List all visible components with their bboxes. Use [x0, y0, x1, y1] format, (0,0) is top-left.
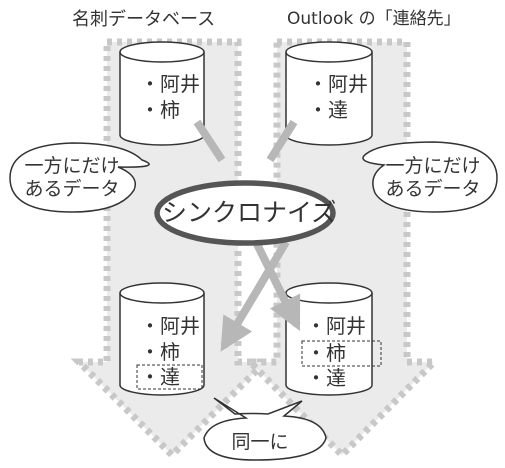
db-bottom-left-item: ・阿井 — [140, 314, 200, 338]
bottom-callout-bubble — [203, 397, 327, 461]
db-bottom-right-item: ・阿井 — [306, 314, 366, 338]
db-top-right-item: ・達 — [308, 98, 348, 122]
db-top-right-item: ・阿井 — [308, 72, 368, 96]
right-callout-text: 一方にだけ あるデータ — [377, 155, 489, 201]
db-top-right — [285, 41, 373, 146]
right-callout-line: 一方にだけ — [385, 155, 481, 177]
left-callout-line: 一方にだけ — [24, 155, 120, 177]
sync-arrow-top-right — [266, 119, 298, 163]
synchronize-ellipse — [154, 180, 336, 246]
db-top-left — [119, 41, 205, 146]
bottom-right-highlight-box — [301, 340, 382, 367]
left-callout-line: あるデータ — [24, 177, 120, 200]
sync-arrow-top-left — [193, 119, 226, 163]
db-bottom-right-item: ・柿 — [306, 341, 346, 365]
header-business-card-db: 名刺データベース — [72, 9, 216, 30]
db-bottom-left — [119, 282, 205, 396]
db-bottom-left-item: ・柿 — [140, 340, 180, 364]
sync-arrow-to-bottom-right — [252, 240, 301, 332]
synchronize-label: シンクロナイズ — [162, 198, 337, 227]
right-callout-line: あるデータ — [385, 177, 481, 200]
bottom-left-highlight-box — [136, 364, 203, 390]
db-top-left-item: ・阿井 — [140, 72, 200, 96]
db-bottom-right — [285, 282, 373, 396]
db-bottom-right-item: ・達 — [306, 366, 346, 390]
sync-arrow-to-bottom-left — [220, 239, 290, 352]
db-top-left-item: ・柿 — [140, 98, 180, 122]
left-callout-bubble — [9, 142, 150, 213]
right-callout-bubble — [362, 141, 498, 213]
left-callout-text: 一方にだけ あるデータ — [18, 155, 126, 201]
bottom-callout-text: 同一に — [231, 431, 289, 453]
db-bottom-left-item: ・達 — [140, 365, 180, 389]
header-outlook-contacts: Outlook の「連絡先」 — [287, 9, 461, 29]
